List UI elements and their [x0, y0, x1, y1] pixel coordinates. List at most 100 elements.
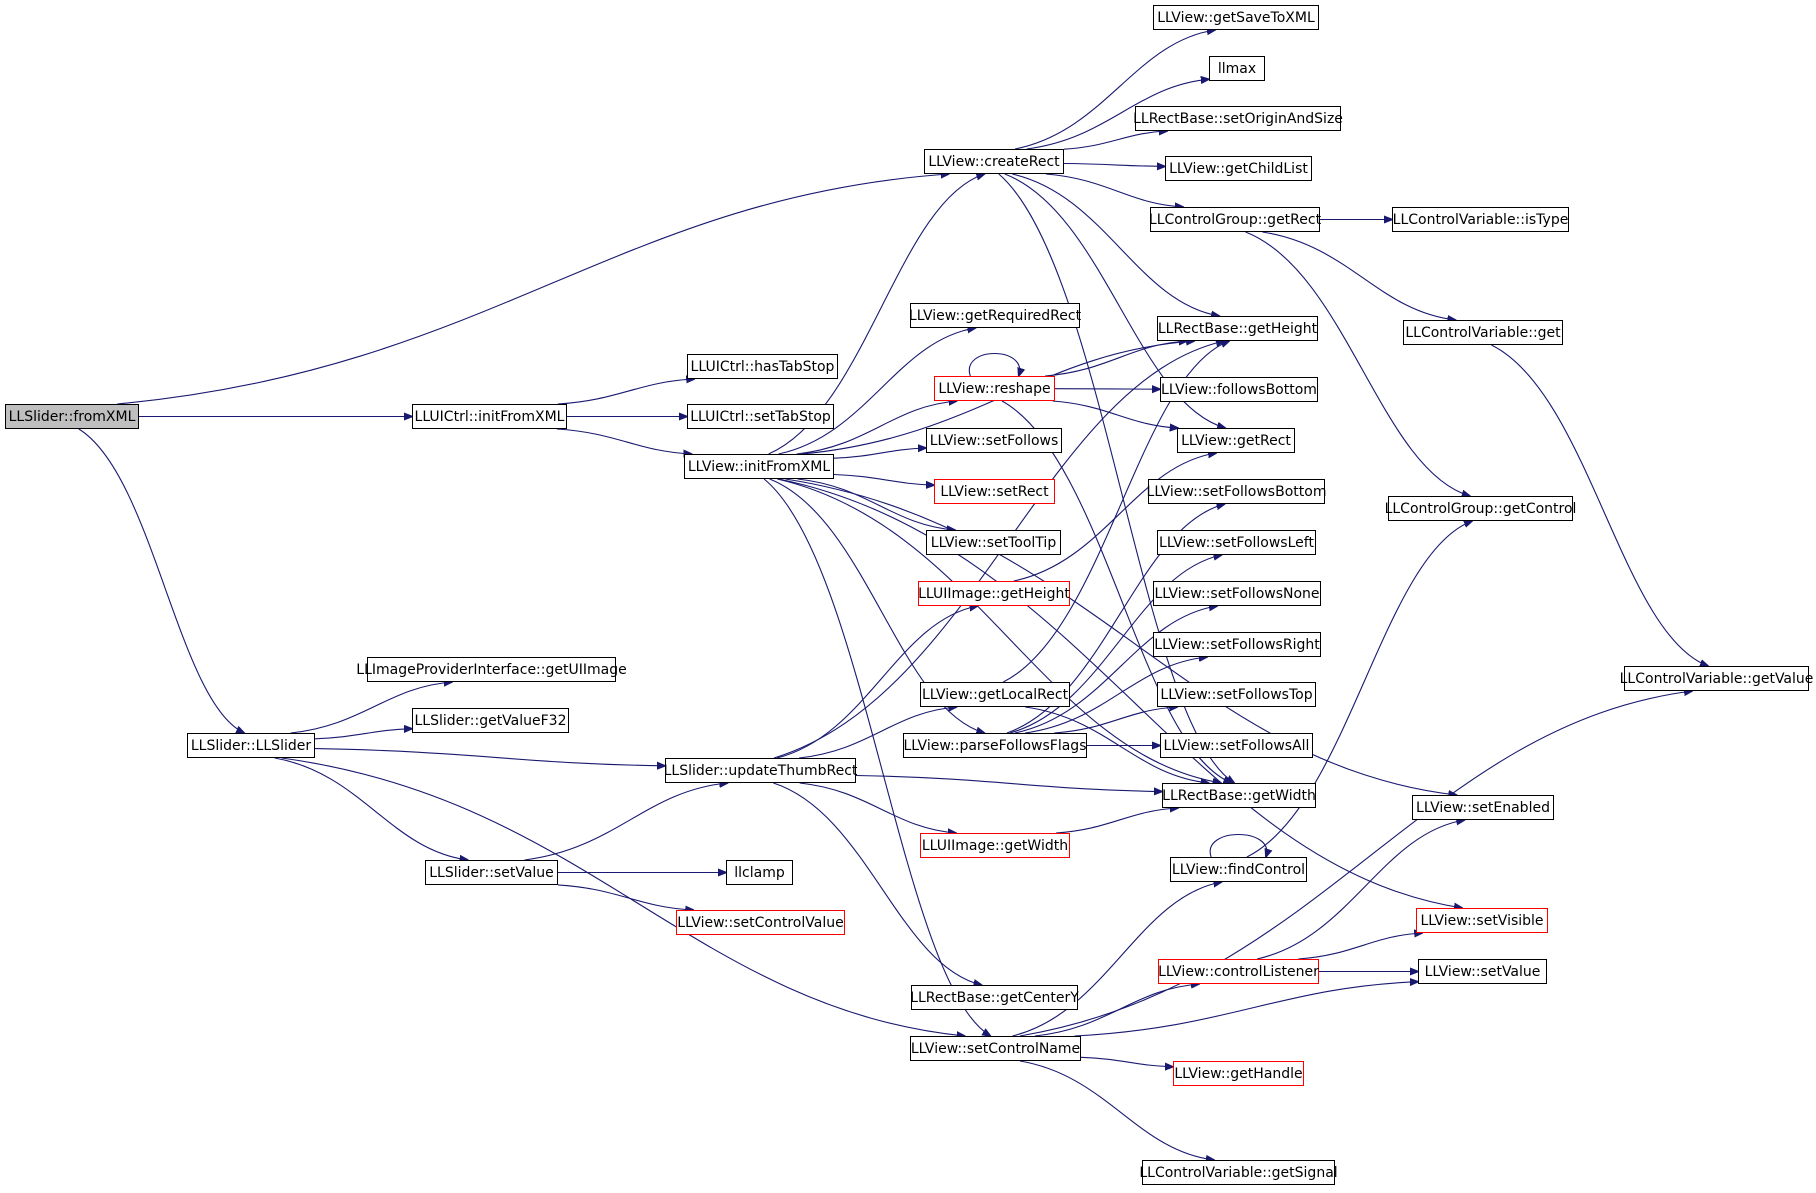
edge-19: [778, 328, 976, 455]
node-img-get-height[interactable]: LLUIImage::getHeight: [918, 581, 1070, 606]
edge-12: [1004, 173, 1225, 428]
node-get-u-i-image[interactable]: LLImageProviderInterface::getUIImage: [356, 657, 627, 682]
edge-52: [799, 782, 956, 833]
edge-3: [557, 379, 695, 405]
edge-24: [797, 478, 955, 530]
edge-45: [290, 682, 452, 734]
node-create-rect[interactable]: LLView::createRect: [924, 149, 1064, 174]
node-control-listener[interactable]: LLView::controlListener: [1158, 959, 1319, 984]
node-set-follows-right[interactable]: LLView::setFollowsRight: [1153, 632, 1321, 657]
edge-9: [1063, 164, 1165, 167]
edge-26: [785, 478, 1457, 795]
edge-0: [117, 174, 949, 405]
node-get-child-list[interactable]: LLView::getChildList: [1165, 156, 1312, 181]
edge-38: [1024, 657, 1207, 734]
node-view-set-value[interactable]: LLView::setValue: [1418, 959, 1547, 984]
node-llmax[interactable]: llmax: [1209, 56, 1265, 81]
node-find-control[interactable]: LLView::findControl: [1170, 857, 1307, 882]
edge-39: [1054, 707, 1177, 734]
node-get-value-f32[interactable]: LLSlider::getValueF32: [412, 708, 569, 733]
node-get-control[interactable]: LLControlGroup::getControl: [1385, 496, 1576, 521]
edge-11: [1012, 173, 1219, 316]
edge-65: [1209, 833, 1267, 858]
node-cv-get-value[interactable]: LLControlVariable::getValue: [1620, 666, 1813, 691]
edge-15: [1262, 231, 1455, 320]
node-update-thumb-rect[interactable]: LLSlider::updateThumbRect: [664, 758, 857, 783]
edge-58: [524, 783, 728, 861]
edge-53: [773, 782, 981, 985]
node-set-follows-none[interactable]: LLView::setFollowsNone: [1153, 581, 1321, 606]
edge-51: [799, 707, 956, 759]
node-ctor[interactable]: LLSlider::LLSlider: [187, 733, 315, 758]
node-set-follows-bottom[interactable]: LLView::setFollowsBottom: [1147, 479, 1326, 504]
node-has-tab-stop[interactable]: LLUICtrl::hasTabStop: [687, 354, 838, 379]
edge-36: [1009, 555, 1222, 734]
edge-68: [1298, 933, 1422, 960]
node-rb-get-width[interactable]: LLRectBase::getWidth: [1162, 783, 1316, 808]
edge-32: [1054, 389, 1160, 390]
node-reshape[interactable]: LLView::reshape: [934, 376, 1055, 401]
edge-22: [833, 448, 926, 459]
node-get-center-y[interactable]: LLRectBase::getCenterY: [910, 985, 1079, 1010]
edge-55: [855, 774, 1162, 792]
node-set-control-value[interactable]: LLView::setControlValue: [676, 910, 845, 935]
edge-10: [1045, 173, 1183, 207]
edge-16: [1245, 231, 1470, 496]
node-set-visible[interactable]: LLView::setVisible: [1416, 908, 1548, 933]
node-cv-get[interactable]: LLControlVariable::get: [1403, 320, 1563, 345]
edge-28: [778, 478, 1462, 908]
node-init-from-x-m-l_view[interactable]: LLView::initFromXML: [684, 454, 834, 479]
node-get-save-to-x-m-l[interactable]: LLView::getSaveToXML: [1153, 5, 1319, 30]
edge-67: [1256, 820, 1464, 960]
node-set-rect[interactable]: LLView::setRect: [934, 479, 1055, 504]
node-set-tab-stop[interactable]: LLUICtrl::setTabStop: [687, 404, 834, 429]
node-set-follows[interactable]: LLView::setFollows: [926, 428, 1062, 453]
node-img-get-width[interactable]: LLUIImage::getWidth: [920, 833, 1070, 858]
edge-62: [1019, 1060, 1214, 1160]
node-get-local-rect[interactable]: LLView::getLocalRect: [920, 682, 1070, 707]
edge-17: [1491, 344, 1708, 666]
edge-50: [776, 606, 978, 759]
edge-21: [796, 401, 957, 455]
node-set-enabled[interactable]: LLView::setEnabled: [1412, 795, 1554, 820]
edge-37: [1014, 606, 1217, 734]
edge-8: [1063, 131, 1167, 150]
edge-61: [1080, 1056, 1173, 1067]
node-follows-bottom[interactable]: LLView::followsBottom: [1160, 377, 1318, 402]
node-init-from-x-m-l_ui[interactable]: LLUICtrl::initFromXML: [412, 404, 567, 429]
node-set-follows-left[interactable]: LLView::setFollowsLeft: [1157, 530, 1316, 555]
edge-43: [1013, 453, 1216, 582]
node-slider-set-value[interactable]: LLSlider::setValue: [425, 860, 558, 885]
edge-64: [1019, 691, 1692, 1037]
node-get-signal[interactable]: LLControlVariable::getSignal: [1139, 1160, 1338, 1185]
edge-63: [1074, 982, 1418, 1037]
node-set-follows-all[interactable]: LLView::setFollowsAll: [1160, 733, 1313, 758]
edge-47: [314, 748, 665, 766]
edge-41: [1003, 341, 1229, 683]
node-get-handle[interactable]: LLView::getHandle: [1173, 1061, 1304, 1086]
edge-59: [1012, 882, 1222, 1037]
node-from-x-m-l: LLSlider::fromXML: [5, 404, 139, 429]
node-llclamp[interactable]: llclamp: [726, 860, 793, 885]
edge-46: [314, 729, 412, 740]
edge-5: [556, 428, 692, 454]
edge-31: [1045, 341, 1187, 377]
node-cg-get-rect[interactable]: LLControlGroup::getRect: [1149, 207, 1321, 232]
node-rb-get-height[interactable]: LLRectBase::getHeight: [1157, 316, 1318, 341]
edge-49: [281, 757, 965, 1036]
node-view-get-rect[interactable]: LLView::getRect: [1177, 428, 1295, 453]
node-set-control-name[interactable]: LLView::setControlName: [910, 1036, 1081, 1061]
node-set-tool-tip[interactable]: LLView::setToolTip: [926, 530, 1061, 555]
node-is-type[interactable]: LLControlVariable::isType: [1392, 207, 1569, 232]
edge-44: [1055, 808, 1178, 834]
node-set-follows-top[interactable]: LLView::setFollowsTop: [1157, 682, 1316, 707]
edge-27: [777, 478, 1221, 783]
edge-30: [968, 352, 1019, 377]
edge-23: [833, 473, 934, 486]
node-parse-follows-flags[interactable]: LLView::parseFollowsFlags: [903, 733, 1087, 758]
node-get-required-rect[interactable]: LLView::getRequiredRect: [909, 303, 1081, 328]
node-set-origin-and-size[interactable]: LLRectBase::setOriginAndSize: [1133, 106, 1343, 131]
edge-7: [1026, 79, 1209, 150]
